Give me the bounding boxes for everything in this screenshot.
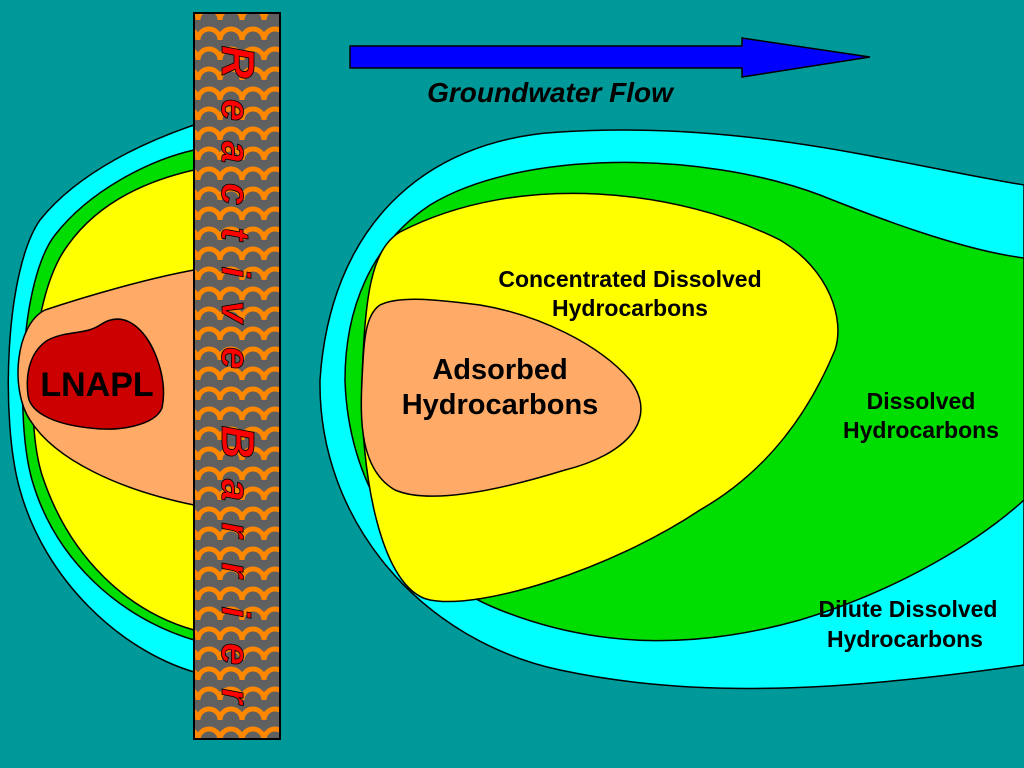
barrier-letter: r: [213, 562, 257, 580]
adsorbed-label-line2: Hydrocarbons: [402, 389, 599, 421]
barrier-letter: t: [213, 227, 257, 242]
groundwater-flow-arrow: [349, 37, 871, 78]
barrier-letter: i: [213, 266, 257, 278]
adsorbed-label-line1: Adsorbed: [432, 354, 567, 386]
barrier-letter: a: [213, 141, 257, 163]
dilute-label-line2: Hydrocarbons: [827, 626, 983, 652]
dissolved-label-line1: Dissolved: [867, 388, 976, 414]
barrier-letter: i: [213, 606, 257, 618]
barrier-letter: r: [213, 522, 257, 540]
reactive-barrier: [193, 12, 281, 740]
lnapl-zone: [26, 318, 165, 430]
barrier-letter: e: [213, 99, 257, 121]
concentrated-label-line2: Hydrocarbons: [552, 295, 708, 321]
dilute-label-line1: Dilute Dissolved: [819, 596, 998, 622]
barrier-letter: e: [213, 347, 257, 369]
barrier-letter: B: [212, 425, 264, 458]
barrier-letter: a: [213, 479, 257, 501]
flow-label: Groundwater Flow: [427, 77, 675, 108]
lnapl-label: LNAPL: [40, 366, 153, 404]
barrier-letter: c: [213, 183, 257, 205]
concentrated-label-line1: Concentrated Dissolved: [498, 266, 761, 292]
dissolved-label-line2: Hydrocarbons: [843, 417, 999, 443]
barrier-letter: r: [213, 688, 257, 706]
barrier-letter: R: [212, 45, 264, 78]
barrier-letter: v: [213, 301, 257, 326]
barrier-letter: e: [213, 643, 257, 665]
adsorbed-zone: [360, 298, 642, 497]
